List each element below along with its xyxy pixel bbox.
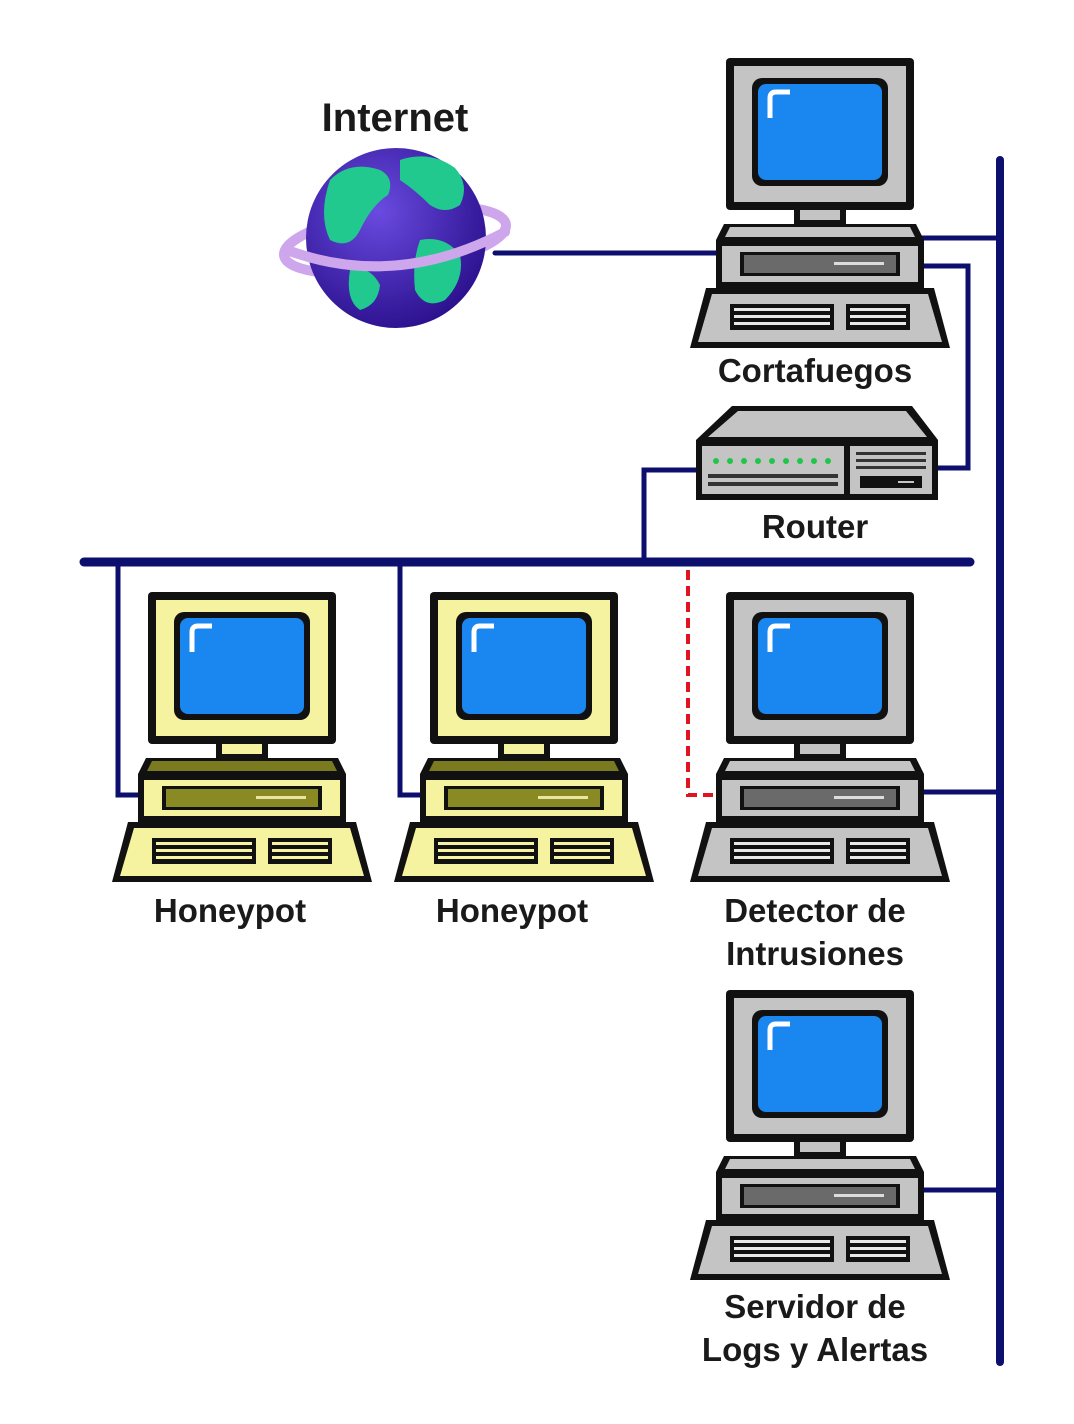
logserver-label-line1: Servidor de — [724, 1288, 906, 1325]
firewall-computer-icon — [690, 58, 950, 348]
honeypot2-computer-icon — [394, 592, 654, 882]
link-firewall-router — [909, 263, 971, 471]
honeypot2-label: Honeypot — [402, 890, 622, 933]
link-ids-monitor — [686, 570, 716, 797]
router-label-text: Router — [761, 508, 869, 545]
logserver-label-line2: Logs y Alertas — [701, 1330, 929, 1368]
logserver-computer-icon — [690, 990, 950, 1280]
router-label: Router — [700, 506, 930, 549]
honeypot1-computer-icon — [112, 592, 372, 882]
globe-icon — [279, 148, 511, 328]
link-router-lan — [641, 467, 699, 565]
router-icon — [696, 406, 938, 500]
links — [79, 156, 1004, 1366]
internet-label-text: Internet — [321, 96, 469, 140]
ids-label-line1: Detector de — [724, 892, 906, 929]
ids-label-line2: Intrusiones — [726, 934, 904, 972]
ids-computer-icon — [690, 592, 950, 882]
honeypot1-label: Honeypot — [120, 890, 340, 933]
honeypot2-label-text: Honeypot — [435, 892, 589, 929]
link-honeypot2 — [397, 559, 425, 798]
firewall-label: Cortafuegos — [680, 350, 950, 393]
firewall-label-text: Cortafuegos — [717, 352, 913, 389]
internet-label: Internet — [280, 92, 510, 144]
logserver-label: Servidor de Logs y Alertas — [660, 1286, 970, 1372]
link-honeypot1 — [115, 559, 145, 798]
honeypot1-label-text: Honeypot — [153, 892, 307, 929]
ids-label: Detector de Intrusiones — [680, 890, 950, 976]
